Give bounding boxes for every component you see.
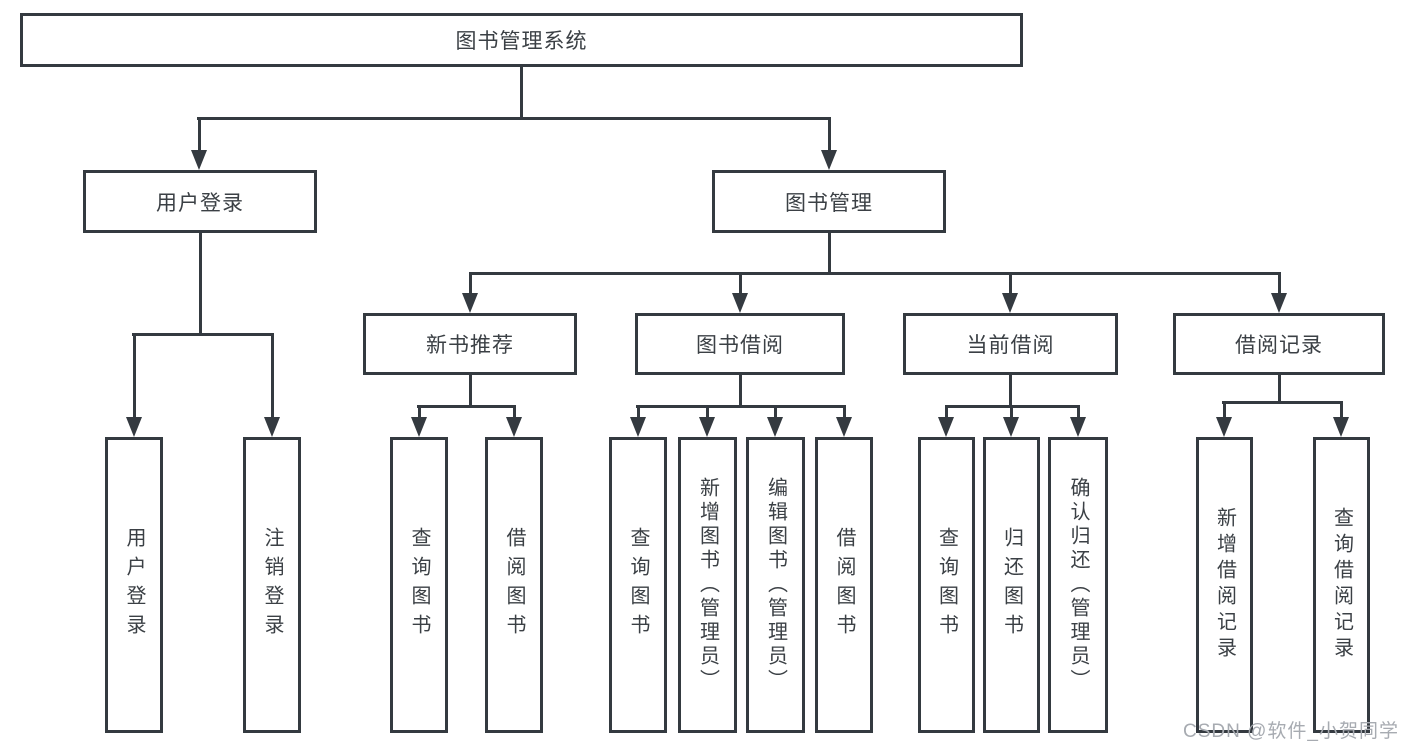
node-current-borrow: 当前借阅 <box>903 313 1118 375</box>
arrow-down-icon <box>630 417 646 437</box>
node-book-borrow-label: 图书借阅 <box>696 334 784 357</box>
arrow-down-icon <box>506 417 522 437</box>
connector-to-leaf <box>1223 401 1226 420</box>
connector-root-bus <box>197 117 831 120</box>
leaf-query-book-3-label: 查询图书 <box>935 527 958 643</box>
arrow-down-icon <box>1002 293 1018 313</box>
csdn-watermark: CSDN @软件_小贺同学 <box>1183 721 1399 742</box>
leaf-query-record-label: 查询借阅记录 <box>1330 507 1353 663</box>
connector-new-book-rec-stem <box>469 375 472 408</box>
connector-book-mgmt-bus <box>469 272 1280 275</box>
leaf-borrow-book-1: 借阅图书 <box>485 437 543 733</box>
connector-user-login-stem <box>199 233 202 336</box>
connector-to-new-book-rec <box>469 272 472 296</box>
leaf-edit-book-label: 编辑图书（管理员） <box>764 477 787 693</box>
connector-current-borrow-stem <box>1009 375 1012 408</box>
leaf-return-book-label: 归还图书 <box>1000 527 1023 643</box>
connector-book-borrow-bus <box>636 405 845 408</box>
arrow-down-icon <box>1333 417 1349 437</box>
node-book-mgmt-label: 图书管理 <box>785 191 873 215</box>
leaf-logout: 注销登录 <box>243 437 301 733</box>
leaf-logout-label: 注销登录 <box>261 527 283 643</box>
node-new-book-rec: 新书推荐 <box>363 313 577 375</box>
arrow-down-icon <box>732 293 748 313</box>
node-new-book-rec-label: 新书推荐 <box>426 334 514 357</box>
connector-to-leaf <box>1077 405 1080 420</box>
connector-to-leaf <box>637 405 640 420</box>
arrow-down-icon <box>1216 417 1232 437</box>
leaf-edit-book: 编辑图书（管理员） <box>746 437 805 733</box>
connector-borrow-record-stem <box>1278 375 1281 404</box>
connector-to-leaf <box>418 405 421 420</box>
node-book-borrow: 图书借阅 <box>635 313 845 375</box>
connector-to-leaf <box>1340 401 1343 420</box>
connector-to-leaf <box>513 405 516 420</box>
node-borrow-record: 借阅记录 <box>1173 313 1385 375</box>
arrow-down-icon <box>126 417 142 437</box>
leaf-borrow-book-1-label: 借阅图书 <box>503 527 525 643</box>
node-user-login-label: 用户登录 <box>156 191 244 215</box>
leaf-add-book: 新增图书（管理员） <box>678 437 737 733</box>
leaf-add-book-label: 新增图书（管理员） <box>696 477 719 693</box>
arrow-down-icon <box>462 293 478 313</box>
leaf-borrow-book-2: 借阅图书 <box>815 437 873 733</box>
arrow-down-icon <box>821 150 837 170</box>
node-user-login: 用户登录 <box>83 170 317 233</box>
connector-to-leaf <box>706 405 709 420</box>
arrow-down-icon <box>1070 417 1086 437</box>
leaf-add-record: 新增借阅记录 <box>1196 437 1253 733</box>
connector-to-leaf <box>1010 405 1013 420</box>
arrow-down-icon <box>264 417 280 437</box>
node-root-label: 图书管理系统 <box>455 30 588 53</box>
leaf-query-book-1-label: 查询图书 <box>408 527 430 643</box>
connector-to-borrow-record <box>1278 272 1281 296</box>
arrow-down-icon <box>191 150 207 170</box>
arrow-down-icon <box>1003 417 1019 437</box>
connector-to-book-borrow <box>739 272 742 296</box>
connector-borrow-record-bus <box>1222 401 1342 404</box>
leaf-user-login: 用户登录 <box>105 437 163 733</box>
connector-to-leaf-user-login <box>133 333 136 420</box>
connector-to-leaf-logout <box>271 333 274 420</box>
leaf-borrow-book-2-label: 借阅图书 <box>833 527 855 643</box>
connector-root-to-user-login <box>198 117 201 153</box>
arrow-down-icon <box>411 417 427 437</box>
leaf-add-record-label: 新增借阅记录 <box>1213 507 1236 663</box>
arrow-down-icon <box>699 417 715 437</box>
connector-book-borrow-stem <box>739 375 742 408</box>
node-current-borrow-label: 当前借阅 <box>966 334 1055 357</box>
connector-user-login-bus <box>132 333 273 336</box>
leaf-query-book-1: 查询图书 <box>390 437 448 733</box>
connector-book-mgmt-stem <box>828 233 831 275</box>
node-book-mgmt: 图书管理 <box>712 170 946 233</box>
connector-to-leaf <box>945 405 948 420</box>
leaf-query-record: 查询借阅记录 <box>1313 437 1370 733</box>
leaf-query-book-2-label: 查询图书 <box>627 527 649 643</box>
leaf-query-book-2: 查询图书 <box>609 437 667 733</box>
connector-to-leaf <box>843 405 846 420</box>
node-root: 图书管理系统 <box>20 13 1023 67</box>
leaf-return-book: 归还图书 <box>983 437 1040 733</box>
leaf-confirm-return-label: 确认归还（管理员） <box>1067 477 1089 693</box>
arrow-down-icon <box>767 417 783 437</box>
arrow-down-icon <box>1271 293 1287 313</box>
node-borrow-record-label: 借阅记录 <box>1235 334 1323 357</box>
leaf-query-book-3: 查询图书 <box>918 437 975 733</box>
arrow-down-icon <box>938 417 954 437</box>
connector-root-to-book-mgmt <box>828 117 831 153</box>
connector-new-book-rec-bus <box>417 405 516 408</box>
arrow-down-icon <box>836 417 852 437</box>
connector-root-stem <box>520 67 523 118</box>
leaf-user-login-label: 用户登录 <box>123 527 145 643</box>
connector-to-leaf <box>774 405 777 420</box>
leaf-confirm-return: 确认归还（管理员） <box>1048 437 1108 733</box>
connector-to-current-borrow <box>1009 272 1012 296</box>
